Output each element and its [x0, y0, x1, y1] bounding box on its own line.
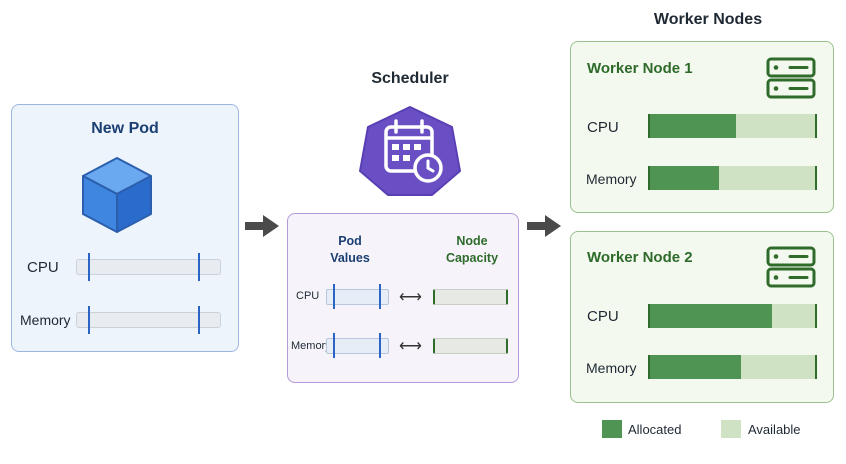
legend-allocated-label: Allocated [628, 422, 682, 437]
scheduler-node-memory-track [433, 338, 508, 354]
arrow-right-icon [527, 215, 561, 237]
pod-cpu-label: CPU [27, 259, 59, 276]
arrow-right-icon [245, 215, 279, 237]
worker-node-1-title: Worker Node 1 [587, 60, 693, 77]
server-icon [766, 57, 816, 99]
legend-available-swatch [721, 420, 741, 438]
worker-node-1-memory-bar [648, 166, 817, 190]
worker-node-2-cpu-label: CPU [587, 308, 619, 325]
worker-node-1-cpu-allocated [650, 114, 736, 138]
node-capacity-header-line-1: Node [456, 234, 488, 248]
worker-node-1-memory-allocated [650, 166, 720, 190]
worker-node-1-cpu-label: CPU [587, 119, 619, 136]
scheduler-pod-memory-track [326, 338, 389, 354]
legend-allocated-swatch [602, 420, 622, 438]
pod-cpu-track [76, 259, 221, 275]
new-pod-title: New Pod [91, 120, 159, 137]
scheduler-memory-label: Memory [291, 340, 331, 352]
compare-arrow-icon: ⟷ [399, 289, 422, 306]
scheduler-pod-memory-marker-2 [379, 333, 381, 358]
pod-values-header-line-2: Values [330, 251, 370, 265]
scheduler-pod-memory-marker-1 [333, 333, 335, 358]
scheduler-pod-cpu-marker-2 [379, 284, 381, 309]
pod-values-header: Pod Values [315, 233, 385, 267]
pod-values-header-line-1: Pod [338, 234, 362, 248]
pod-cpu-request-marker [88, 253, 90, 281]
worker-node-2-cpu-bar [648, 304, 817, 328]
scheduler-pod-cpu-marker-1 [333, 284, 335, 309]
worker-node-1-memory-label: Memory [586, 171, 637, 187]
pod-memory-label: Memory [20, 312, 71, 328]
worker-node-2-cpu-allocated [650, 304, 773, 328]
pod-cube-icon [82, 157, 152, 233]
worker-node-2-title: Worker Node 2 [587, 249, 693, 266]
pod-memory-request-marker [88, 306, 90, 334]
scheduler-title: Scheduler [371, 70, 449, 87]
scheduler-cpu-label: CPU [296, 290, 320, 302]
legend-available-label: Available [748, 422, 801, 437]
scheduler-calendar-icon [359, 106, 461, 196]
pod-cpu-limit-marker [198, 253, 200, 281]
node-capacity-header: Node Capacity [432, 233, 512, 267]
scheduler-node-cpu-track [433, 289, 508, 305]
server-icon [766, 246, 816, 288]
pod-memory-track [76, 312, 221, 328]
worker-node-2-memory-label: Memory [586, 360, 637, 376]
worker-nodes-title: Worker Nodes [653, 11, 763, 28]
worker-node-1-cpu-bar [648, 114, 817, 138]
worker-node-2-memory-allocated [650, 355, 741, 379]
pod-memory-limit-marker [198, 306, 200, 334]
worker-node-2-memory-bar [648, 355, 817, 379]
scheduler-pod-cpu-track [326, 289, 389, 305]
node-capacity-header-line-2: Capacity [445, 251, 499, 265]
compare-arrow-icon: ⟷ [399, 338, 422, 355]
